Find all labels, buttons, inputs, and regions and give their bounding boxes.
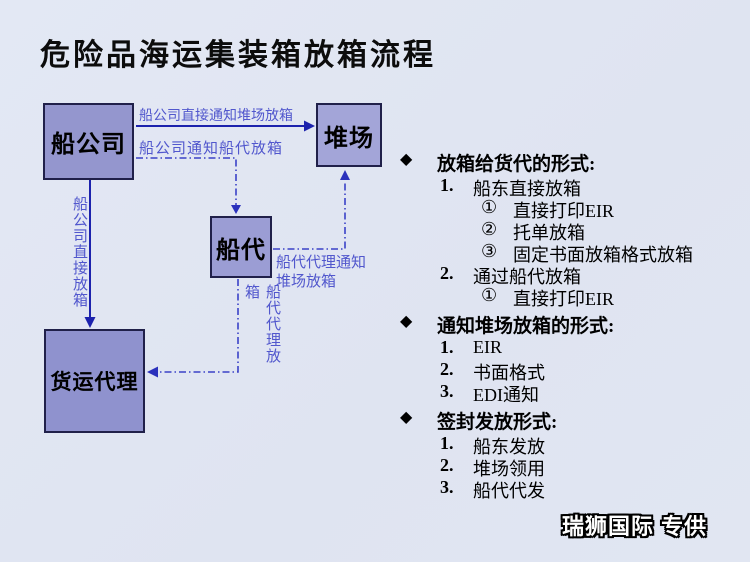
number-marker: 1. (440, 433, 454, 453)
list-item: ① 直接打印EIR (481, 285, 614, 309)
list-item: 1. 船东直接放箱 (440, 175, 581, 199)
edge-label-company-direct-release: 船公司直接放箱 (71, 196, 87, 308)
number-marker: 2. (440, 359, 454, 379)
arrowhead-company-to-forwarder (84, 317, 96, 328)
list-item: ① 直接打印EIR (481, 197, 614, 221)
node-freight-forwarder: 货运代理 (44, 329, 145, 433)
arrow-agent-to-forwarder (157, 279, 239, 373)
number-marker: 3. (440, 381, 454, 401)
number-marker: 1. (440, 175, 454, 195)
edge-label-agent-notify-yard: 船代代理通知堆场放箱 (276, 255, 367, 290)
edge-label-agent-release: 船代代理放箱 (243, 284, 280, 364)
list-item: 2. 堆场领用 (440, 455, 545, 479)
page-title: 危险品海运集装箱放箱流程 (40, 39, 436, 72)
list-item: 2. 书面格式 (440, 359, 545, 383)
diamond-bullet-icon: ◆ (400, 313, 413, 330)
node-ship-agent-label: 船代 (216, 237, 266, 264)
circled-number-marker: ③ (481, 241, 498, 261)
arrowhead-company-to-agent (231, 205, 241, 214)
diamond-bullet-icon: ◆ (400, 151, 413, 168)
list-item: 3. EDI通知 (440, 381, 539, 405)
list-item: ◆ 通知堆场放箱的形式: (400, 313, 615, 337)
edge-label-company-direct-notify-yard: 船公司直接通知堆场放箱 (139, 109, 293, 124)
list-item: 1. 船东发放 (440, 433, 545, 457)
list-item: ◆ 签封发放形式: (400, 409, 558, 433)
circled-number-marker: ① (481, 285, 498, 305)
arrowhead-company-to-yard (304, 120, 315, 132)
node-ship-company: 船公司 (43, 103, 134, 180)
arrowhead-agent-to-forwarder (147, 366, 158, 378)
list-item: ③ 固定书面放箱格式放箱 (481, 241, 693, 265)
list-item: 3. 船代代发 (440, 477, 545, 501)
node-yard: 堆场 (316, 103, 382, 167)
node-ship-agent: 船代 (210, 216, 272, 278)
watermark: 瑞狮国际 专供 (562, 514, 708, 539)
number-marker: 1. (440, 337, 454, 357)
number-marker: 2. (440, 455, 454, 475)
node-yard-label: 堆场 (324, 125, 374, 152)
list-item: ◆ 放箱给货代的形式: (400, 151, 596, 175)
arrow-company-to-agent (136, 157, 237, 206)
release-forms-list: ◆ 放箱给货代的形式: 1. 船东直接放箱 ① 直接打印EIR ② 托单放箱 ③… (398, 149, 743, 501)
circled-number-marker: ① (481, 197, 498, 217)
list-item: ② 托单放箱 (481, 219, 585, 243)
edge-label-company-notify-agent: 船公司通知船代放箱 (139, 141, 284, 157)
list-item: 1. EIR (440, 337, 502, 357)
node-freight-forwarder-label: 货运代理 (50, 370, 139, 394)
number-marker: 2. (440, 263, 454, 283)
list-item: 2. 通过船代放箱 (440, 263, 581, 287)
diamond-bullet-icon: ◆ (400, 409, 413, 426)
arrow-agent-to-yard (273, 181, 346, 250)
arrowhead-agent-to-yard (340, 170, 350, 180)
node-ship-company-label: 船公司 (51, 132, 126, 158)
number-marker: 3. (440, 477, 454, 497)
circled-number-marker: ② (481, 219, 498, 239)
